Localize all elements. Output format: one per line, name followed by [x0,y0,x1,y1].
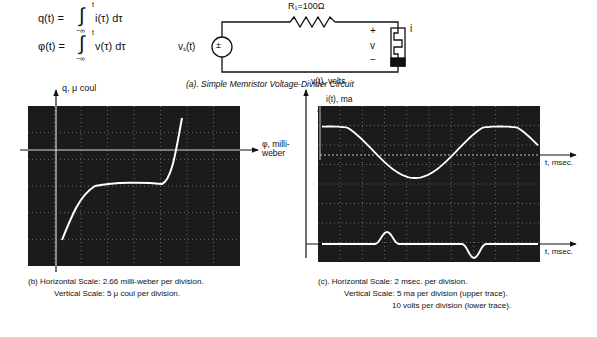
grid-line [107,106,108,266]
upper-trace [322,126,538,178]
polarity-mark: − [370,54,376,65]
scope-grid [28,106,240,266]
grid-line [187,106,188,266]
grid-line [28,186,240,187]
grid-line [318,184,540,185]
scale-caption: Vertical Scale: 5 ma per division (upper… [344,290,508,299]
memristor-symbol [391,28,405,66]
scope-screen [28,106,240,266]
circuit [212,17,405,72]
grid-line [318,242,540,243]
integral-limit: t [92,29,94,37]
voltage-source [212,37,232,57]
formula-text: i(τ) dτ [95,12,123,24]
grid-line [473,106,474,262]
axis-label: v(t), volts [311,77,345,86]
scale-caption: (c). Horizontal Scale: 2 msec. per divis… [318,278,467,287]
axis-label: t, msec. [545,248,573,257]
axis-label: i(t), ma [326,95,352,104]
axis-label: t, msec. [545,159,573,168]
integral-limit: −∞ [76,55,85,63]
resistor-label: R₁=100Ω [288,2,325,12]
resistor-symbol [290,17,335,27]
scale-caption: Vertical Scale: 5 μ coul per division. [54,290,180,299]
formula-text: φ(t) = [38,40,65,52]
integral-limit: t [92,1,94,9]
formula-text: q(t) = [38,12,64,24]
source-label: vₛ(t) [178,41,195,52]
grid-line [134,106,135,266]
grid-line [54,106,55,266]
axes [306,90,576,258]
voltage-label: v [370,40,375,51]
wire [222,22,290,37]
axes [20,90,258,272]
scope-screen [318,106,540,262]
polarity-mark: + [370,25,376,36]
formula-text: v(τ) dτ [95,40,126,52]
grid-line [318,164,540,165]
wire [335,22,398,28]
grid-line [28,132,240,133]
grid-line [28,239,240,240]
grid-line [318,223,540,224]
grid-line [429,106,430,262]
lower-trace [322,232,538,258]
axis-label: q, μ coul [62,84,96,94]
scope-grid [318,106,540,262]
grid-line [28,159,240,160]
q-phi-curve [62,118,182,240]
grid-line [28,212,240,213]
integral-sign: ∫ [79,32,84,54]
integral-sign: ∫ [79,4,84,26]
grid-line [340,106,341,262]
source-symbol: ± [216,41,221,51]
grid-line [384,106,385,262]
grid-line [318,203,540,204]
current-label: i [410,23,412,34]
scale-caption: (b) Horizontal Scale: 2.66 milli-weber p… [28,278,204,287]
grid-line [213,106,214,266]
grid-line [495,106,496,262]
grid-line [318,145,540,146]
scale-caption: 10 volts per division (lower trace). [392,302,511,311]
axis-label: φ, milli-weber [262,140,312,159]
